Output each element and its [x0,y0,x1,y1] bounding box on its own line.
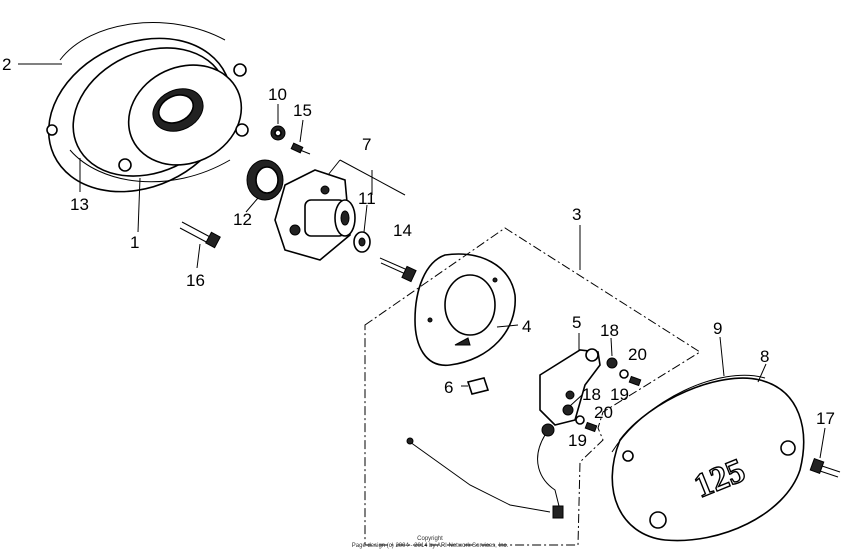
callout-6: 6 [444,378,453,397]
callout-16: 16 [186,271,205,290]
oil-seal [246,159,284,201]
base-plate [414,253,516,366]
nut-10 [270,125,286,141]
contact-breaker [406,348,601,519]
callout-18-lower: 18 [582,385,601,404]
copyright-line-2: Page design (c) 2004 - 2014 by ARI Netwo… [351,543,509,549]
callout-15: 15 [293,101,312,120]
callout-2: 2 [2,55,11,74]
callout-17: 17 [816,409,835,428]
starter-housing [46,22,249,193]
callout-19-upper: 19 [610,385,629,404]
washers-and-screws [562,357,642,433]
callout-8: 8 [760,347,769,366]
callout-1: 1 [130,233,139,252]
callout-11: 11 [358,189,376,208]
callout-19-lower: 19 [568,431,587,450]
cover-emblem: 125 [689,452,750,505]
callout-14: 14 [393,221,412,240]
felt-block-6 [466,377,490,395]
callout-12: 12 [233,210,252,229]
group-outline-7 [327,159,406,196]
leader-lines [18,63,826,459]
bolt-16 [179,221,221,249]
washer-11 [353,231,371,253]
callout-4: 4 [522,317,531,336]
copyright-notice: Copyright Page design (c) 2004 - 2014 by… [300,536,560,550]
callout-3: 3 [572,205,581,224]
callout-20-upper: 20 [628,345,647,364]
rotor-assembly [274,169,356,261]
bolt-14 [379,257,417,283]
callout-10: 10 [268,85,287,104]
bolt-17 [809,458,841,478]
bolt-15 [290,142,311,155]
group-outline-3 [364,227,701,546]
callout-7: 7 [362,135,371,154]
callout-13: 13 [70,195,89,214]
copyright-line-1: Copyright [417,536,443,542]
callout-labels: 2 13 1 10 15 7 12 11 14 16 3 4 5 6 18 20… [2,55,835,450]
callout-9: 9 [713,319,722,338]
callout-5: 5 [572,313,581,332]
callout-20-lower: 20 [594,403,613,422]
side-cover: 125 [611,374,805,542]
callout-18-upper: 18 [600,321,619,340]
